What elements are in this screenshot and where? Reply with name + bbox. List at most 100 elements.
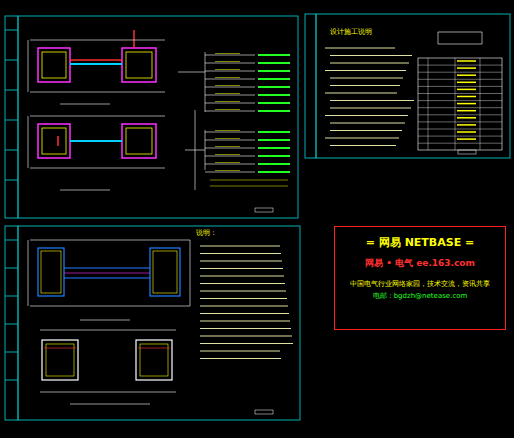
drawing-note: 设计施工说明 bbox=[330, 28, 372, 36]
cad-stroke bbox=[5, 60, 18, 61]
cad-stroke bbox=[200, 276, 284, 277]
cad-stroke bbox=[258, 62, 290, 64]
cad-stroke bbox=[205, 95, 255, 96]
cad-stroke bbox=[258, 171, 290, 173]
cad-stroke bbox=[418, 129, 502, 130]
cad-stroke bbox=[205, 156, 255, 157]
cad-stroke bbox=[215, 93, 240, 94]
cad-stroke bbox=[457, 131, 476, 133]
cad-stroke bbox=[457, 89, 476, 91]
cad-stroke bbox=[428, 58, 429, 150]
cad-stroke bbox=[325, 48, 395, 49]
banner-text: = 网易 NETBASE = bbox=[339, 237, 501, 250]
cad-stroke bbox=[455, 58, 456, 150]
cad-stroke bbox=[5, 324, 18, 325]
cad-stroke bbox=[258, 102, 290, 104]
cad-stroke bbox=[258, 155, 290, 157]
drawing-note: 说明： bbox=[196, 229, 217, 237]
cad-stroke bbox=[215, 69, 240, 70]
cad-stroke bbox=[330, 63, 409, 64]
cad-stroke bbox=[457, 117, 476, 119]
cad-stroke bbox=[418, 93, 502, 94]
cad-stroke bbox=[457, 110, 476, 112]
cad-stroke bbox=[205, 55, 255, 56]
cad-stroke bbox=[215, 146, 240, 147]
cad-stroke bbox=[5, 150, 18, 151]
cad-stroke bbox=[205, 148, 255, 149]
cad-stroke bbox=[457, 74, 476, 76]
cad-stroke bbox=[200, 343, 293, 344]
cad-stroke bbox=[200, 336, 292, 337]
cad-stroke bbox=[200, 321, 290, 322]
cad-stroke bbox=[205, 164, 255, 165]
cad-stroke bbox=[200, 291, 286, 292]
cad-stroke bbox=[330, 123, 405, 124]
cad-stroke bbox=[200, 298, 287, 299]
cad-stroke bbox=[205, 87, 255, 88]
cad-stroke bbox=[205, 140, 255, 141]
cad-stroke bbox=[200, 313, 289, 314]
cad-stroke bbox=[457, 60, 476, 62]
banner-text: 网易 • 电气 ee.163.com bbox=[339, 258, 501, 268]
cad-stroke bbox=[200, 358, 281, 359]
cad-stroke bbox=[325, 70, 406, 71]
cad-stroke bbox=[205, 71, 255, 72]
cad-stroke bbox=[200, 253, 281, 254]
cad-stroke bbox=[200, 283, 285, 284]
cad-stroke bbox=[258, 147, 290, 149]
cad-stroke bbox=[200, 306, 288, 307]
cad-stroke bbox=[205, 103, 255, 104]
cad-stroke bbox=[330, 78, 403, 79]
cad-stroke bbox=[215, 109, 240, 110]
cad-stroke bbox=[215, 170, 240, 171]
cad-stroke bbox=[210, 180, 288, 181]
cad-stroke bbox=[258, 110, 290, 112]
cad-stroke bbox=[330, 100, 414, 101]
cad-stroke bbox=[215, 53, 240, 54]
cad-stroke bbox=[5, 30, 18, 31]
cad-stroke bbox=[258, 78, 290, 80]
cad-stroke bbox=[418, 65, 502, 66]
cad-stroke bbox=[330, 145, 396, 146]
cad-stroke bbox=[5, 90, 18, 91]
cad-stroke bbox=[215, 162, 240, 163]
cad-stroke bbox=[258, 86, 290, 88]
cad-stroke bbox=[418, 79, 502, 80]
cad-stroke bbox=[330, 55, 412, 56]
cad-stroke bbox=[215, 85, 240, 86]
cad-stroke bbox=[418, 121, 502, 122]
cad-stroke bbox=[5, 180, 18, 181]
cad-stroke bbox=[205, 111, 255, 112]
cad-stroke bbox=[418, 86, 502, 87]
cad-stroke bbox=[258, 163, 290, 165]
cad-stroke bbox=[205, 63, 255, 64]
cad-stroke bbox=[200, 246, 280, 247]
cad-stroke bbox=[418, 114, 502, 115]
cad-stroke bbox=[457, 124, 476, 126]
cad-stroke bbox=[215, 77, 240, 78]
cad-stroke bbox=[205, 132, 255, 133]
cad-stroke bbox=[200, 261, 282, 262]
cad-stroke bbox=[325, 138, 399, 139]
cad-stroke bbox=[457, 67, 476, 69]
cad-stroke bbox=[258, 131, 290, 133]
cad-stroke bbox=[457, 96, 476, 98]
cad-stroke bbox=[330, 130, 402, 131]
cad-stroke bbox=[215, 61, 240, 62]
cad-stroke bbox=[418, 72, 502, 73]
cad-stroke bbox=[205, 172, 255, 173]
cad-stroke bbox=[258, 94, 290, 96]
cad-stroke bbox=[5, 120, 18, 121]
cad-stroke bbox=[325, 115, 408, 116]
cad-stroke bbox=[480, 58, 481, 150]
cad-stroke bbox=[418, 136, 502, 137]
cad-stroke bbox=[5, 268, 18, 269]
cad-stroke bbox=[258, 54, 290, 56]
cad-stroke bbox=[200, 268, 283, 269]
cad-stroke bbox=[258, 139, 290, 141]
banner-box: = 网易 NETBASE =网易 • 电气 ee.163.com中国电气行业网络… bbox=[334, 226, 506, 330]
cad-stroke bbox=[5, 380, 18, 381]
cad-stroke bbox=[325, 93, 397, 94]
cad-stroke bbox=[418, 107, 502, 108]
